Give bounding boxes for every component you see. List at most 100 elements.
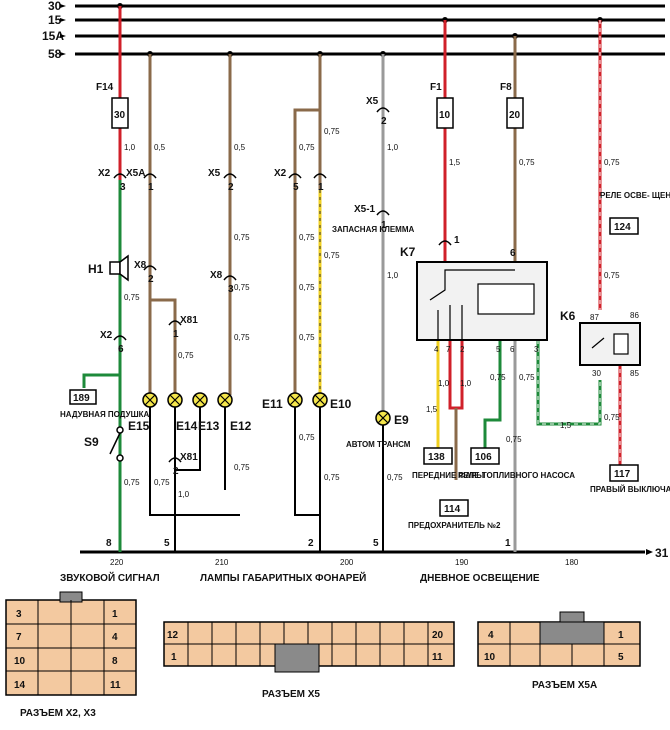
pin-label: 1: [173, 329, 179, 340]
fuse-f1: 10 F1: [430, 82, 454, 129]
pin-label: 6: [510, 248, 516, 259]
ref-117-label: ПРАВЫЙ ВЫКЛЮЧАТЕЛЬ: [590, 485, 670, 494]
wire-label: 0,75: [324, 251, 340, 260]
fuse-f1-amp: 10: [439, 110, 451, 121]
fuse-f14-amp: 30: [114, 110, 126, 121]
ref-box-138: 138 ПЕРЕДНИЕ ФАРЫ: [412, 447, 484, 480]
pin-label: 1: [148, 182, 154, 193]
pin-label: 1: [618, 630, 624, 641]
wire-label: 0,75: [299, 433, 315, 442]
scale-tick: 210: [215, 558, 229, 567]
fuse-f8-label: F8: [500, 82, 512, 93]
lamp-e12: [217, 392, 233, 408]
section-titles: ЗВУКОВОЙ СИГНАЛ ЛАМПЫ ГАБАРИТНЫХ ФОНАРЕЙ…: [60, 571, 540, 584]
pin-label: 2: [228, 182, 234, 193]
wire-label: 0,75: [154, 478, 170, 487]
ground-pins: 8 5 2 5 1: [106, 538, 511, 549]
lamps: [142, 392, 391, 426]
lamp-e13-label: E13: [198, 419, 220, 433]
lamp-e10: [312, 392, 328, 408]
fuse-f14-label: F14: [96, 82, 114, 93]
horn-h1-label: H1: [88, 262, 104, 276]
scale-tick: 200: [340, 558, 354, 567]
fuse-f14: 30 F14: [96, 82, 129, 129]
wire-label: 0,75: [604, 271, 620, 280]
lamp-e15-label: E15: [128, 419, 150, 433]
power-buses: [75, 4, 665, 56]
bus-15a-label: 15A: [42, 29, 64, 43]
wire-label: 1,0: [460, 379, 472, 388]
wire-label: 0,5: [234, 143, 246, 152]
wire-label: 0,75: [299, 333, 315, 342]
connector-panel-x2x3: 3 1 7 4 10 8 14 11 РАЗЪЕМ X2, X3: [5, 591, 137, 719]
lamp-e9-label: E9: [394, 413, 409, 427]
pin-label: 86: [630, 311, 639, 320]
wire-label: 0,75: [604, 158, 620, 167]
wire-set: [82, 6, 622, 552]
pin-label: 5: [164, 538, 170, 549]
connector-x2-label: X2: [100, 330, 113, 341]
pin-label: 10: [14, 656, 26, 667]
pin-label: 3: [120, 182, 126, 193]
pin-label: 1: [454, 235, 460, 246]
ref-114-label: ПРЕДОХРАНИТЕЛЬ №2: [408, 521, 501, 530]
pin-label: 30: [592, 369, 601, 378]
connector-x51-label: X5-1: [354, 204, 376, 215]
wire-label: 1,0: [124, 143, 136, 152]
relay-k7-label: K7: [400, 245, 416, 259]
lamp-e13: [192, 392, 208, 408]
pin-label: 5: [618, 652, 624, 663]
connector-x8-label: X8: [134, 260, 147, 271]
connector-x2x3-title: РАЗЪЕМ X2, X3: [20, 708, 96, 719]
bus-30-arrow: [60, 4, 66, 8]
bus-15-arrow: [60, 18, 66, 22]
airbag-label: НАДУВНАЯ ПОДУШКА: [60, 410, 149, 419]
lamp-e9: [375, 410, 391, 426]
connector-x81-label: X81: [180, 452, 198, 463]
relay-k7: K7 4 7 2 5 6 3: [400, 245, 548, 354]
wire-label: 1,0: [438, 379, 450, 388]
ref-124-label: РЕЛЕ ОСВЕ- ЩЕНИЯ: [600, 191, 670, 200]
pin-label: 2: [173, 466, 179, 477]
ref-box-114: 114 ПРЕДОХРАНИТЕЛЬ №2: [408, 499, 501, 530]
pin-label: 2: [460, 345, 465, 354]
lamp-e14-label: E14: [176, 419, 198, 433]
switch-s9: S9: [84, 426, 124, 462]
bus-58-label: 58: [48, 47, 62, 61]
connector-x5a-label: X5A: [126, 168, 145, 179]
fuse-f8-amp: 20: [509, 110, 521, 121]
wire-label: 0,75: [234, 463, 250, 472]
bus-58-arrow: [60, 52, 66, 56]
lamp-e11: [287, 392, 303, 408]
pin-label: 2: [148, 274, 154, 285]
connector-x8-label: X8: [210, 270, 223, 281]
pin-label: 5: [496, 345, 501, 354]
pin-label: 11: [110, 680, 121, 691]
pin-label: 1: [381, 220, 387, 231]
bus-15-label: 15: [48, 13, 62, 27]
wire-label: 0,75: [124, 293, 140, 302]
ref-117-number: 117: [614, 469, 631, 480]
ref-106-number: 106: [475, 452, 492, 463]
pin-label: 11: [432, 652, 443, 663]
spare-terminal-label: ЗАПАСНАЯ КЛЕММА: [332, 225, 414, 234]
scale-ticks: 220 210 200 190 180: [110, 558, 579, 567]
ref-138-label: ПЕРЕДНИЕ ФАРЫ: [412, 471, 484, 480]
pin-label: 1: [318, 182, 324, 193]
ref-box-117: 117 ПРАВЫЙ ВЫКЛЮЧАТЕЛЬ: [590, 464, 670, 494]
pin-label: 6: [118, 344, 124, 355]
airbag-box: 189 НАДУВНАЯ ПОДУШКА: [60, 389, 149, 419]
wire-label: 0,75: [299, 143, 315, 152]
pin-label: 8: [112, 656, 118, 667]
wire-label: 0,75: [234, 333, 250, 342]
wire-label: 1,0: [178, 490, 190, 499]
pin-label: 3: [16, 609, 22, 620]
connector-x81-label: X81: [180, 315, 198, 326]
wire-label: 0,75: [324, 473, 340, 482]
lamp-e15: [142, 392, 158, 408]
ref-124-number: 124: [614, 222, 631, 233]
wire-label: 0,75: [506, 435, 522, 444]
lamp-e11-label: E11: [262, 397, 283, 411]
wire-label: 0,5: [154, 143, 166, 152]
